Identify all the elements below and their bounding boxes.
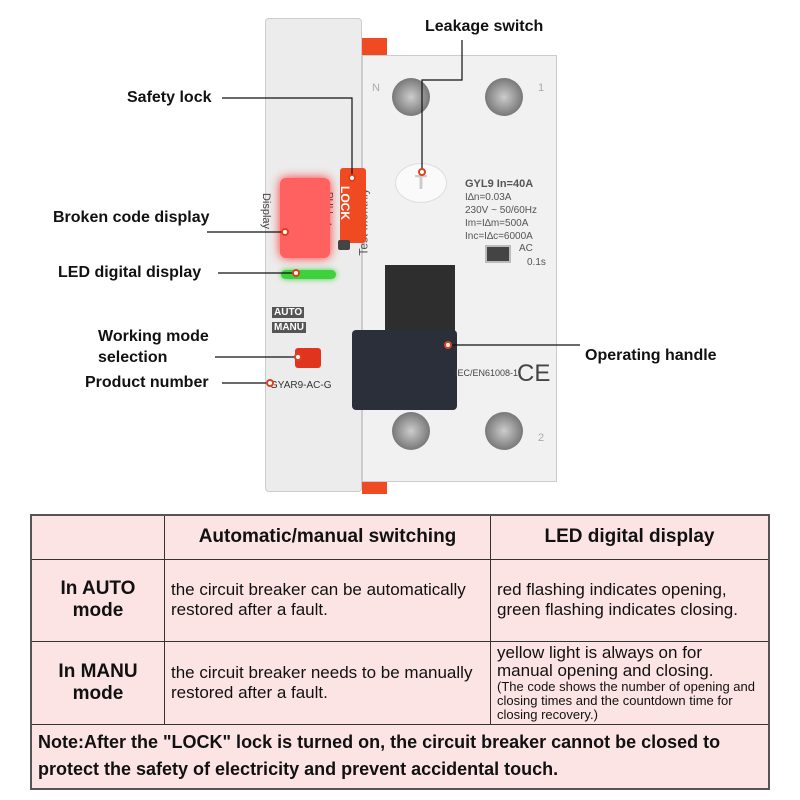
callout-working-mode-selection: Working mode selection bbox=[98, 328, 209, 366]
model-code: GYAR9-AC-G bbox=[270, 380, 332, 391]
test-button-label: T bbox=[414, 172, 428, 194]
row-switching: the circuit breaker can be automatically… bbox=[164, 558, 491, 642]
screw-bottom-right bbox=[485, 412, 523, 450]
callout-leakage-switch: Leakage switch bbox=[425, 18, 544, 35]
screw-top-right bbox=[485, 78, 523, 116]
spec-line: I∆n=0.03A bbox=[465, 192, 512, 203]
callout-operating-handle: Operating handle bbox=[585, 347, 717, 364]
table-row: In AUTO mode the circuit breaker can be … bbox=[30, 558, 770, 642]
table-header-cell: Automatic/manual switching bbox=[164, 514, 491, 560]
standard-label: IEC/EN61008-1 bbox=[455, 368, 519, 378]
red-bottom-clip bbox=[362, 478, 387, 494]
table-note: Note:After the "LOCK" lock is turned on,… bbox=[30, 723, 770, 790]
operating-handle[interactable] bbox=[352, 330, 457, 410]
row-mode: In AUTO mode bbox=[30, 558, 165, 642]
callout-product-number: Product number bbox=[85, 374, 209, 391]
row-led-cell: yellow light is always on for manual ope… bbox=[490, 640, 770, 725]
screw-bottom-left bbox=[392, 412, 430, 450]
ac-label: AC bbox=[519, 243, 533, 254]
table-header-cell bbox=[30, 514, 165, 560]
auto-label: AUTO bbox=[272, 307, 305, 318]
indicator-window bbox=[485, 245, 511, 263]
breaker-right-module bbox=[362, 55, 557, 482]
ce-mark: CE bbox=[517, 360, 551, 387]
callout-led-digital-display: LED digital display bbox=[58, 264, 202, 281]
table-header-cell: LED digital display bbox=[490, 514, 770, 560]
note-row: Note:After the "LOCK" lock is turned on,… bbox=[30, 723, 770, 790]
row-led-note: (The code shows the number of opening an… bbox=[497, 678, 756, 722]
screw-top-left bbox=[392, 78, 430, 116]
broken-code-display bbox=[280, 178, 330, 258]
spec-line: GYL9 In=40A bbox=[465, 178, 534, 190]
terminal-1-label: 1 bbox=[538, 82, 545, 94]
led-green-bar bbox=[281, 270, 336, 279]
mode-selector-switch[interactable] bbox=[295, 348, 321, 368]
table-header-row: Automatic/manual switching LED digital d… bbox=[30, 514, 770, 560]
spec-line: Im=I∆m=500A bbox=[465, 218, 529, 229]
time-label: 0.1s bbox=[527, 257, 546, 268]
row-led: red flashing indicates opening, green fl… bbox=[490, 558, 770, 642]
row-switching: the circuit breaker needs to be manually… bbox=[164, 640, 491, 725]
callout-safety-lock: Safety lock bbox=[127, 89, 212, 106]
callout-broken-code-display: Broken code display bbox=[53, 209, 210, 226]
spec-line: Inc=I∆c=6000A bbox=[465, 231, 533, 242]
table-row: In MANU mode the circuit breaker needs t… bbox=[30, 640, 770, 725]
spec-text: GYL9 In=40A I∆n=0.03A 230V ~ 50/60Hz Im=… bbox=[465, 178, 537, 243]
row-led: yellow light is always on for manual ope… bbox=[497, 642, 714, 680]
row-mode: In MANU mode bbox=[30, 640, 165, 725]
terminal-2-label: 2 bbox=[538, 432, 545, 444]
spec-line: 230V ~ 50/60Hz bbox=[465, 205, 537, 216]
manu-label: MANU bbox=[272, 322, 306, 333]
mode-comparison-table: Automatic/manual switching LED digital d… bbox=[30, 514, 770, 790]
terminal-n-label: N bbox=[372, 82, 380, 94]
lock-icon bbox=[338, 240, 350, 250]
red-top-clip bbox=[362, 38, 387, 56]
